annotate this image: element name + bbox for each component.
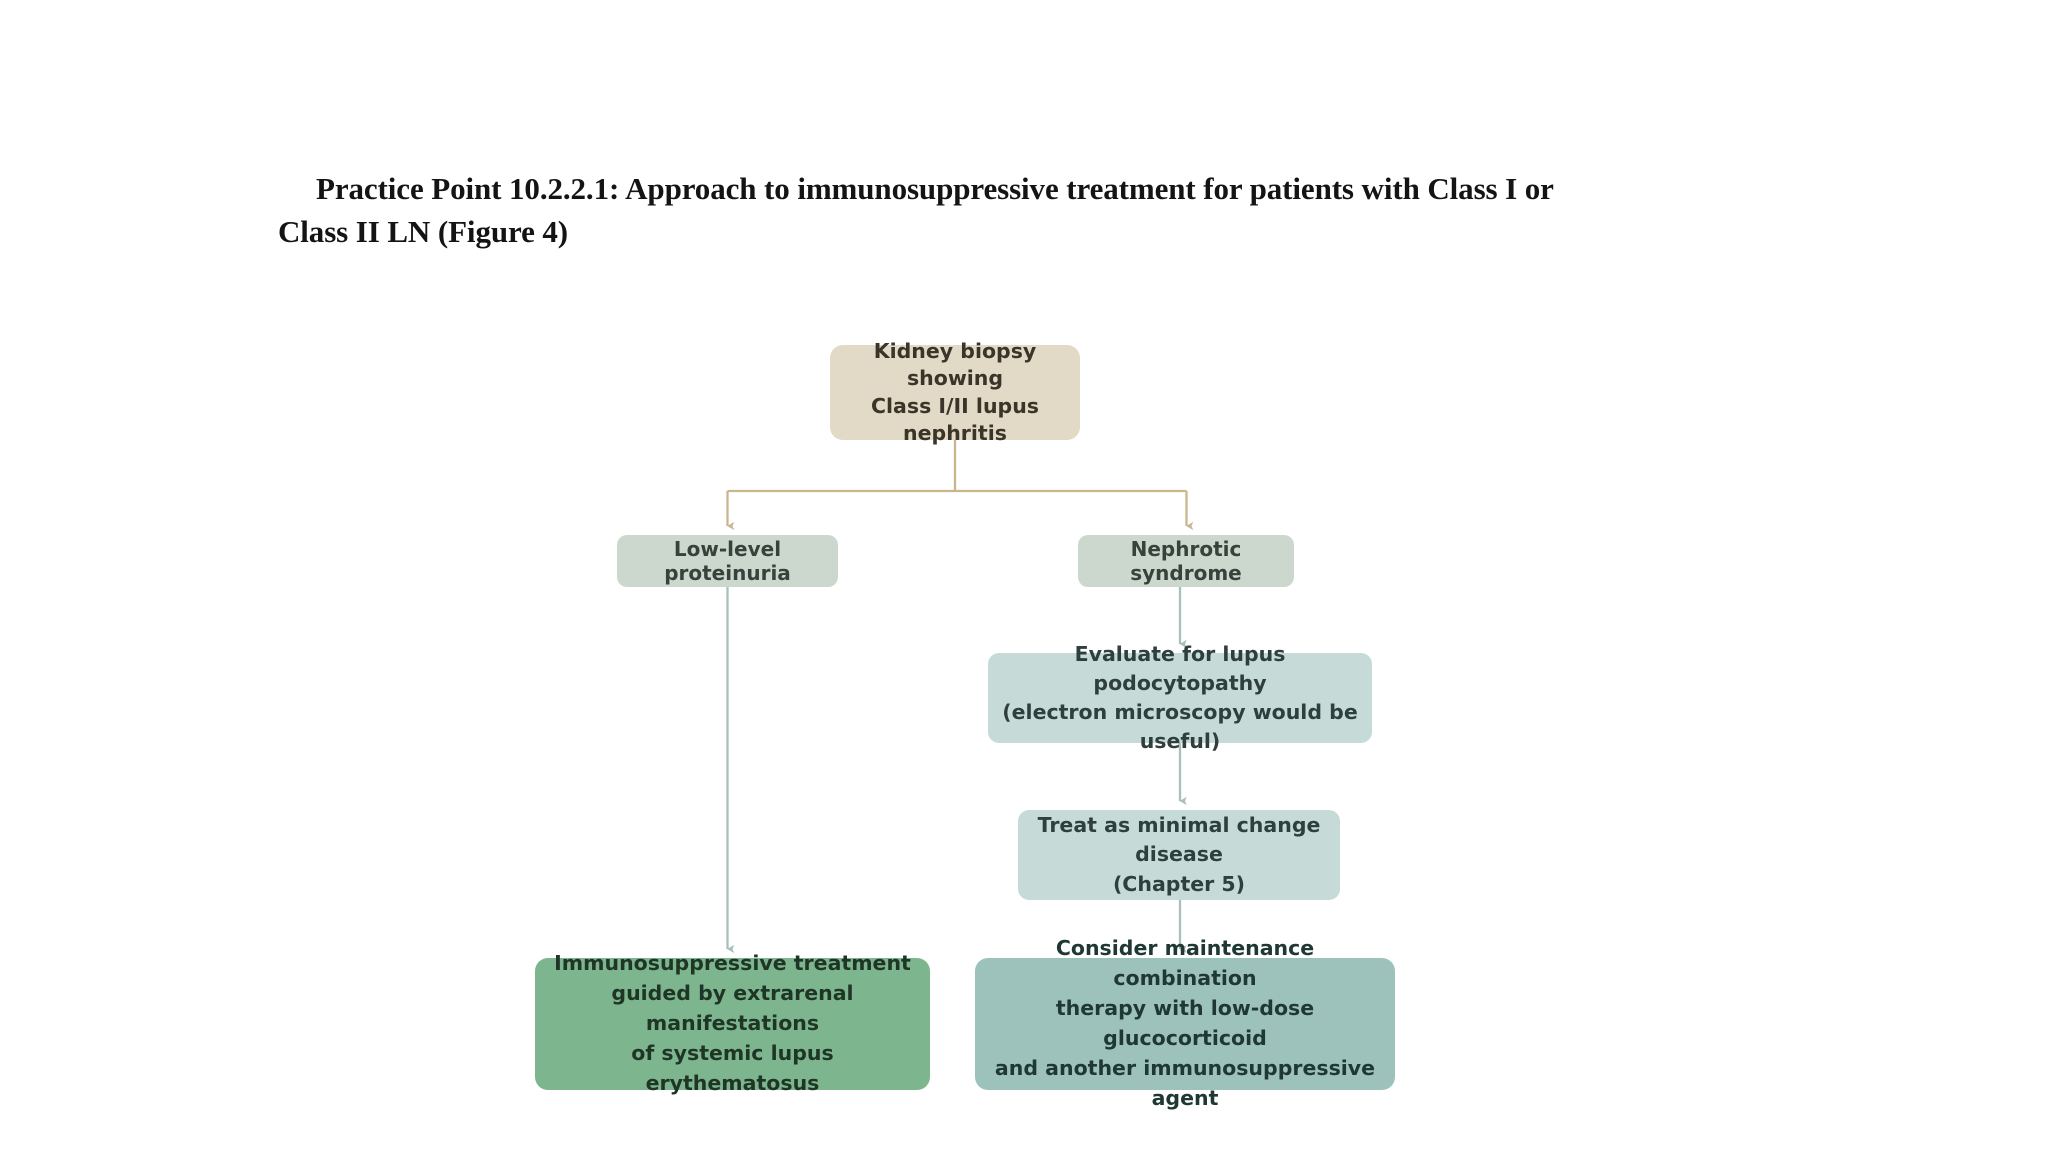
page-title-line-2: Class II LN (Figure 4): [278, 213, 569, 249]
flow-node-consider-maintenance-combination: Consider maintenance combination therapy…: [975, 936, 1395, 1110]
flow-node-evaluate-lupus-podocytopathy: Evaluate for lupus podocytopathy (electr…: [988, 642, 1372, 753]
edge-biopsy-split: [727, 440, 1187, 493]
page-title: Practice Point 10.2.2.1: Approach to imm…: [278, 168, 1698, 254]
flow-node-low-level-proteinuria: Low-level proteinuria: [617, 535, 838, 587]
flow-node-treat-minimal-change-disease: Treat as minimal change disease (Chapter…: [1018, 810, 1340, 900]
flow-node-immunosuppressive-treatment: Immunosuppressive treatment guided by ex…: [535, 951, 930, 1095]
page-title-line-1: Practice Point 10.2.2.1: Approach to imm…: [316, 171, 1554, 206]
flow-node-nephrotic-syndrome: Nephrotic syndrome: [1078, 535, 1294, 587]
flow-node-kidney-biopsy: Kidney biopsy showing Class I/II lupus n…: [830, 339, 1080, 445]
